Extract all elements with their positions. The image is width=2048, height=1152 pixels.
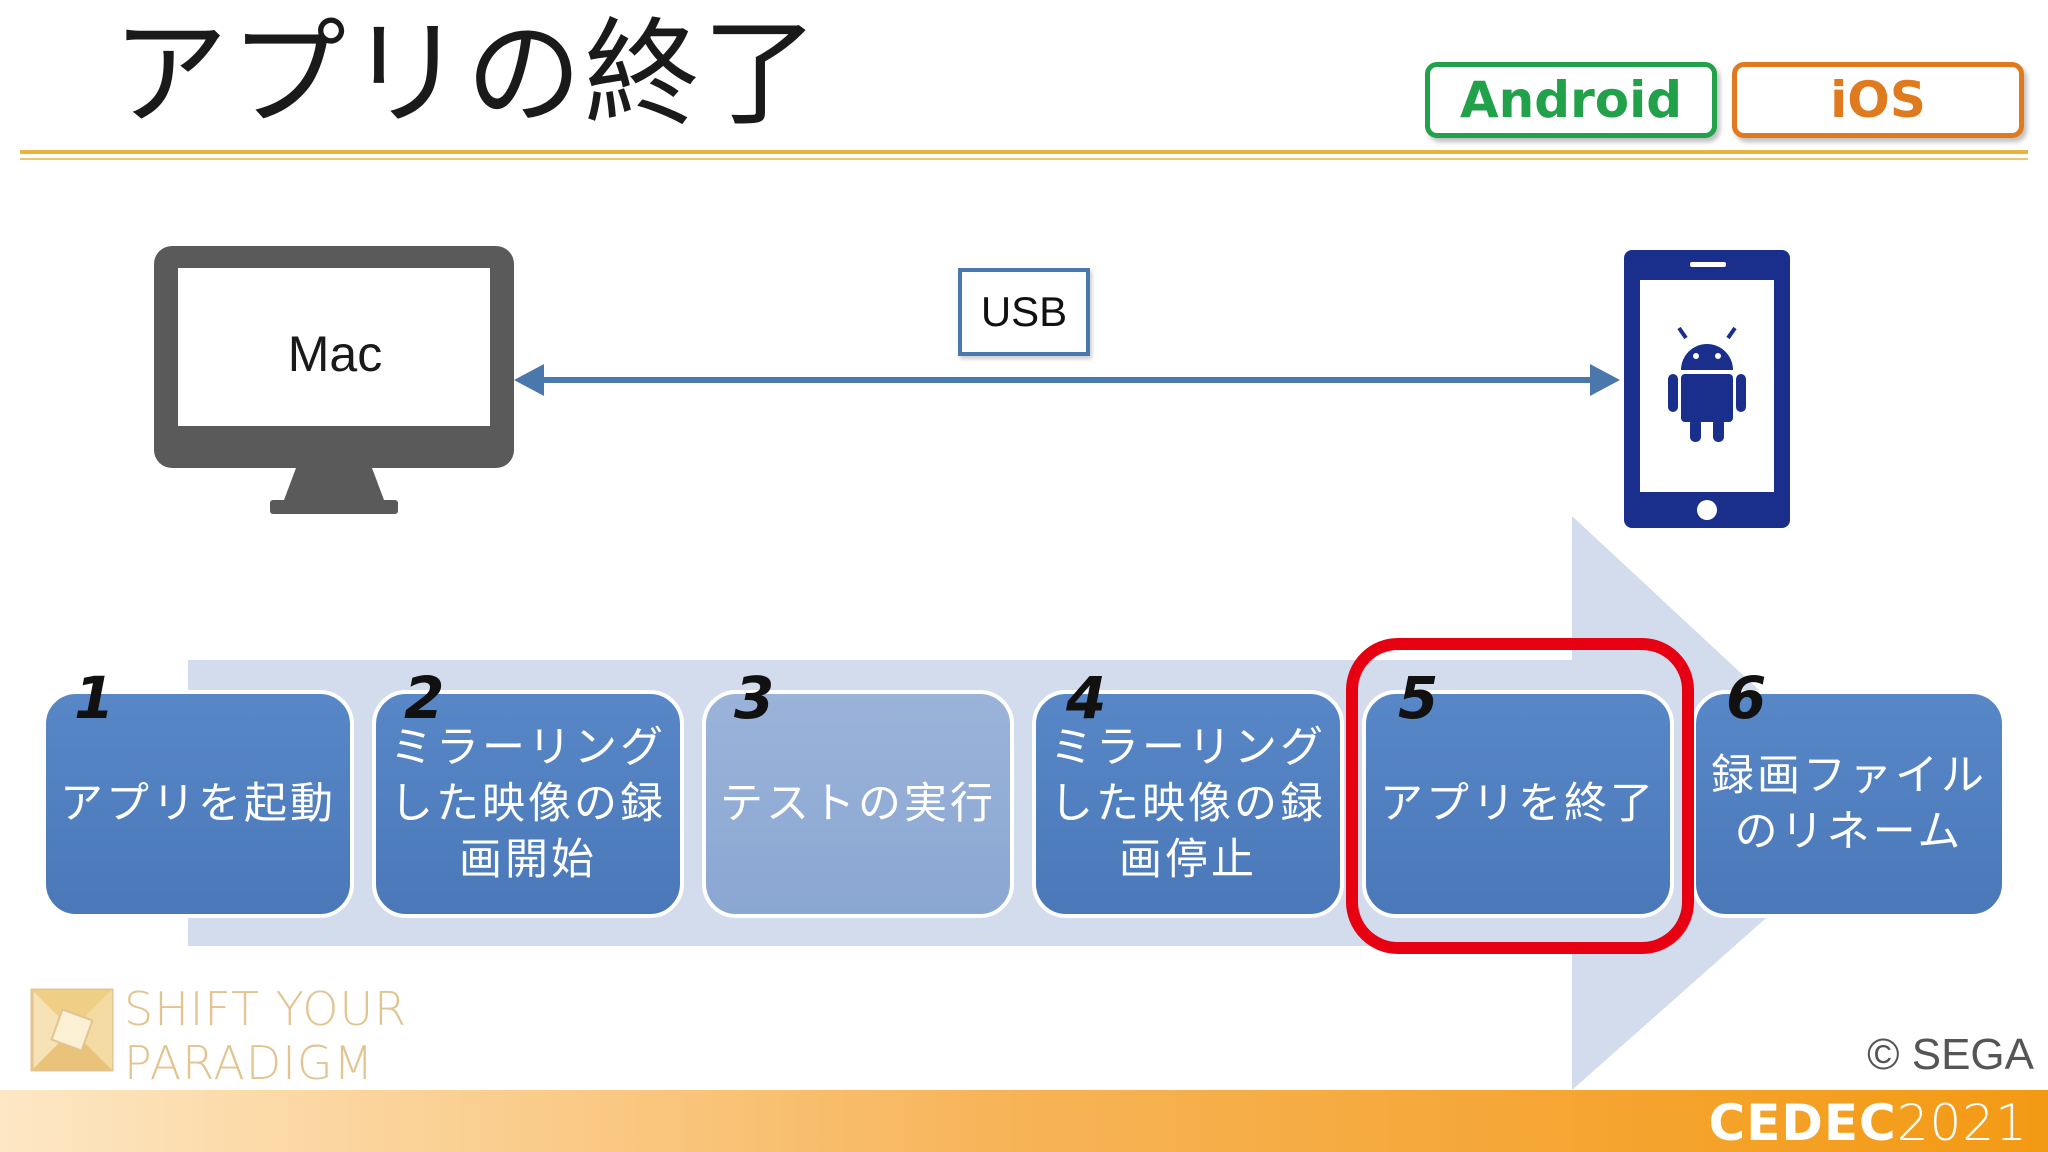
step-5-box: アプリを終了	[1362, 690, 1674, 918]
event-year: 2021	[1896, 1094, 2028, 1152]
step-1-number: 1	[74, 664, 115, 732]
usb-connection-arrow	[514, 364, 1620, 396]
event-name: CEDEC	[1708, 1094, 1897, 1152]
platform-badge-android: Android	[1425, 62, 1717, 138]
step-2-box: ミラーリングした映像の録画開始	[372, 690, 684, 918]
event-logo: CEDEC2021	[1709, 1094, 2028, 1152]
desktop-monitor-icon	[154, 246, 514, 514]
step-6-box: 録画ファイルのリネーム	[1692, 690, 2006, 918]
step-4-number: 4	[1066, 664, 1107, 732]
brand-line-2: PARADIGM	[124, 1036, 375, 1090]
step-6-number: 6	[1726, 664, 1767, 732]
footer-band	[0, 1090, 2048, 1152]
title-divider	[20, 150, 2028, 154]
title-divider-thin	[20, 158, 2028, 160]
step-5-number: 5	[1398, 664, 1439, 732]
step-3-box: テストの実行	[702, 690, 1014, 918]
android-robot-icon	[1668, 326, 1746, 442]
step-1-box: アプリを起動	[42, 690, 354, 918]
platform-badge-ios: iOS	[1732, 62, 2024, 138]
current-step-highlight	[1346, 638, 1694, 954]
copyright-notice: © SEGA	[1867, 1030, 2034, 1079]
step-2-number: 2	[404, 664, 445, 732]
step-3-number: 3	[734, 664, 775, 732]
page-title: アプリの終了	[112, 7, 820, 142]
brand-line-1: SHIFT YOUR	[124, 982, 408, 1036]
step-4-box: ミラーリングした映像の録画停止	[1032, 690, 1344, 918]
android-phone-icon	[1624, 250, 1790, 528]
usb-label: USB	[958, 268, 1090, 356]
shift-your-paradigm-logo-icon	[30, 988, 114, 1072]
brand-tagline: SHIFT YOUR PARADIGM	[124, 982, 407, 1090]
mac-label: Mac	[287, 326, 383, 382]
